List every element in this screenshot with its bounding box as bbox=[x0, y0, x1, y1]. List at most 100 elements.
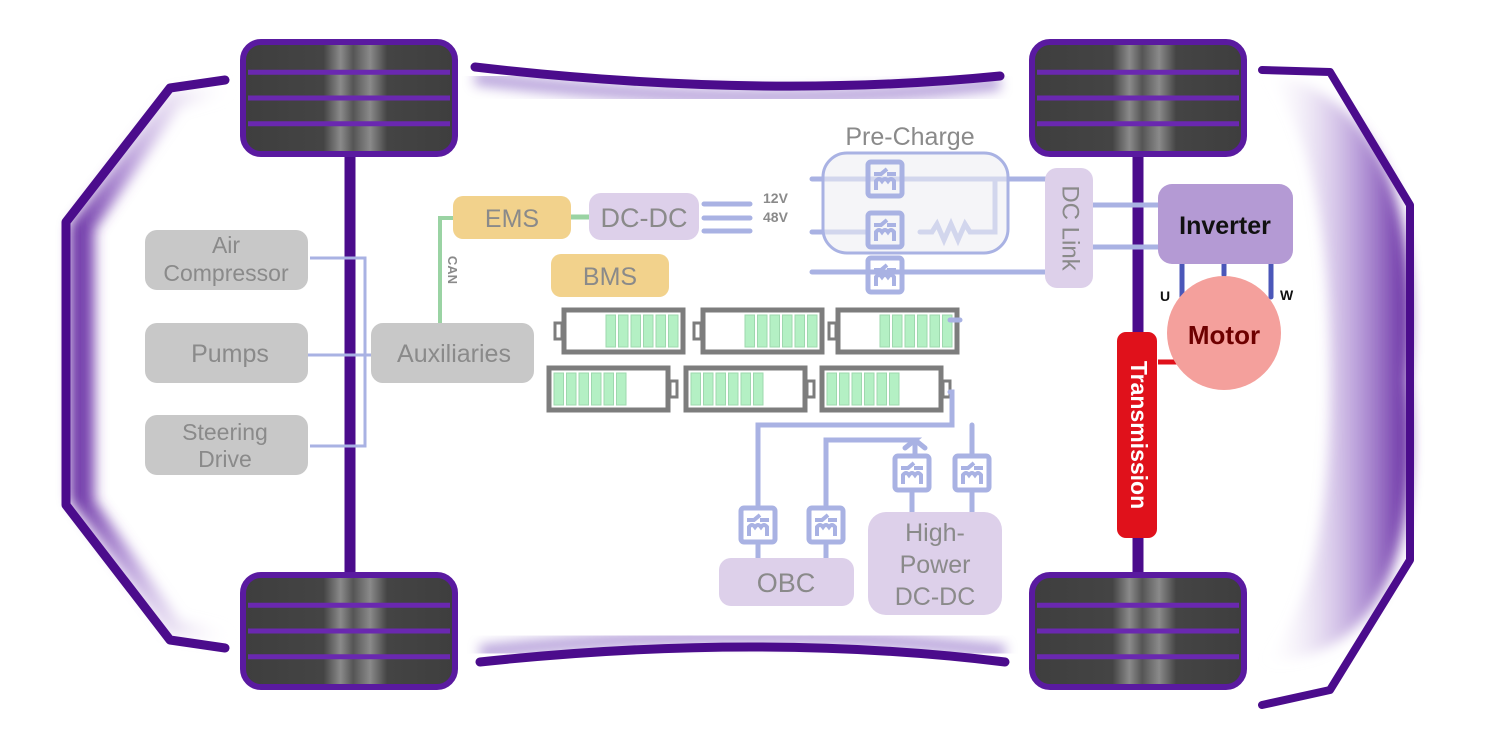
battery-cell bbox=[715, 372, 726, 406]
battery-terminal bbox=[941, 379, 952, 399]
svg-text:High-: High- bbox=[905, 519, 965, 547]
battery-cell bbox=[605, 314, 616, 348]
battery-terminal bbox=[692, 321, 703, 341]
battery-cell bbox=[668, 314, 679, 348]
battery-cell bbox=[643, 314, 654, 348]
battery-cell bbox=[826, 372, 837, 406]
aux-load-air-compressor: Air Compressor bbox=[145, 230, 308, 290]
battery-module bbox=[819, 365, 952, 413]
battery-cell bbox=[566, 372, 577, 406]
battery-cell bbox=[929, 314, 940, 348]
battery-cell bbox=[630, 314, 641, 348]
auxiliaries-hub: Auxiliaries bbox=[371, 323, 534, 383]
battery-cell bbox=[942, 314, 953, 348]
chassis-front-left bbox=[61, 75, 235, 653]
battery-terminal bbox=[553, 321, 564, 341]
body-line-top bbox=[470, 62, 1005, 104]
svg-text:Pumps: Pumps bbox=[191, 340, 269, 368]
negative-contactor-icon bbox=[868, 258, 902, 292]
battery-terminal bbox=[668, 379, 679, 399]
can-bus-line bbox=[438, 216, 455, 323]
svg-text:Steering: Steering bbox=[182, 419, 268, 445]
svg-text:OBC: OBC bbox=[757, 568, 816, 598]
battery-module bbox=[827, 307, 960, 355]
phase-wires bbox=[1179, 259, 1274, 300]
battery-cell bbox=[578, 372, 589, 406]
phase-w-label: W bbox=[1280, 287, 1294, 303]
inverter-box: Inverter bbox=[1158, 184, 1293, 264]
bms-box: BMS bbox=[551, 254, 669, 297]
battery-terminal bbox=[827, 321, 838, 341]
battery-cell bbox=[889, 372, 900, 406]
battery-cell bbox=[904, 314, 915, 348]
battery-cell bbox=[782, 314, 793, 348]
aux-load-pumps: Pumps bbox=[145, 323, 308, 383]
dcdc-box: DC-DC bbox=[589, 193, 699, 240]
voltage-label-48v: 48V bbox=[763, 209, 789, 225]
battery-cell bbox=[807, 314, 818, 348]
svg-text:Drive: Drive bbox=[198, 446, 252, 472]
battery-cell bbox=[728, 372, 739, 406]
battery-cell bbox=[553, 372, 564, 406]
svg-text:DC-DC: DC-DC bbox=[895, 583, 976, 611]
voltage-label-12v: 12V bbox=[763, 190, 789, 206]
battery-cell bbox=[703, 372, 714, 406]
battery-cell bbox=[839, 372, 850, 406]
aux-wiring bbox=[308, 256, 372, 448]
ems-box: EMS bbox=[453, 196, 571, 239]
high-power-dcdc-box: High- Power DC-DC bbox=[868, 512, 1002, 615]
svg-text:Inverter: Inverter bbox=[1179, 212, 1271, 240]
battery-cell bbox=[744, 314, 755, 348]
battery-cell bbox=[753, 372, 764, 406]
svg-text:Compressor: Compressor bbox=[163, 260, 289, 286]
body-line-bottom bbox=[475, 630, 1010, 667]
aux-load-steering-drive: Steering Drive bbox=[145, 415, 308, 475]
battery-terminal bbox=[805, 379, 816, 399]
battery-cell bbox=[917, 314, 928, 348]
phase-u-label: U bbox=[1160, 288, 1170, 304]
battery-module bbox=[692, 307, 825, 355]
svg-text:Auxiliaries: Auxiliaries bbox=[397, 340, 511, 368]
battery-cell bbox=[591, 372, 602, 406]
hp-dcdc-relay-icon-1 bbox=[895, 456, 929, 490]
battery-cell bbox=[851, 372, 862, 406]
battery-cell bbox=[603, 372, 614, 406]
can-label: CAN bbox=[445, 256, 460, 284]
battery-cell bbox=[876, 372, 887, 406]
precharge-circuit: Pre-Charge bbox=[821, 123, 1010, 292]
battery-cell bbox=[864, 372, 875, 406]
dc-link: DC Link bbox=[1045, 168, 1093, 288]
battery-cell bbox=[616, 372, 627, 406]
svg-text:Air: Air bbox=[212, 232, 240, 258]
battery-cell bbox=[794, 314, 805, 348]
battery-cell bbox=[879, 314, 890, 348]
chassis-rear-right bbox=[1258, 66, 1414, 709]
battery-cell bbox=[769, 314, 780, 348]
motor: Motor bbox=[1167, 276, 1281, 390]
battery-pack bbox=[546, 307, 960, 413]
dcdc-low-voltage-outputs bbox=[701, 201, 753, 234]
battery-module bbox=[546, 365, 679, 413]
battery-cell bbox=[740, 372, 751, 406]
battery-cell bbox=[618, 314, 629, 348]
obc-relay-icon-1 bbox=[741, 508, 775, 542]
precharge-label: Pre-Charge bbox=[845, 123, 974, 151]
battery-cell bbox=[892, 314, 903, 348]
battery-module bbox=[553, 307, 686, 355]
tire-front-right bbox=[240, 572, 458, 690]
svg-text:DC-DC: DC-DC bbox=[601, 203, 688, 233]
battery-cell bbox=[655, 314, 666, 348]
hp-dcdc-relay-icon-2 bbox=[955, 456, 989, 490]
transmission: Transmission bbox=[1117, 332, 1157, 538]
obc-relay-icon-2 bbox=[809, 508, 843, 542]
tire-rear-right bbox=[1029, 572, 1247, 690]
svg-text:BMS: BMS bbox=[583, 263, 637, 291]
svg-text:Transmission: Transmission bbox=[1126, 361, 1152, 509]
battery-cell bbox=[690, 372, 701, 406]
battery-cell bbox=[757, 314, 768, 348]
svg-text:DC Link: DC Link bbox=[1057, 185, 1084, 271]
svg-text:EMS: EMS bbox=[485, 205, 539, 233]
obc-box: OBC bbox=[719, 558, 854, 606]
tire-front-left bbox=[240, 39, 458, 157]
